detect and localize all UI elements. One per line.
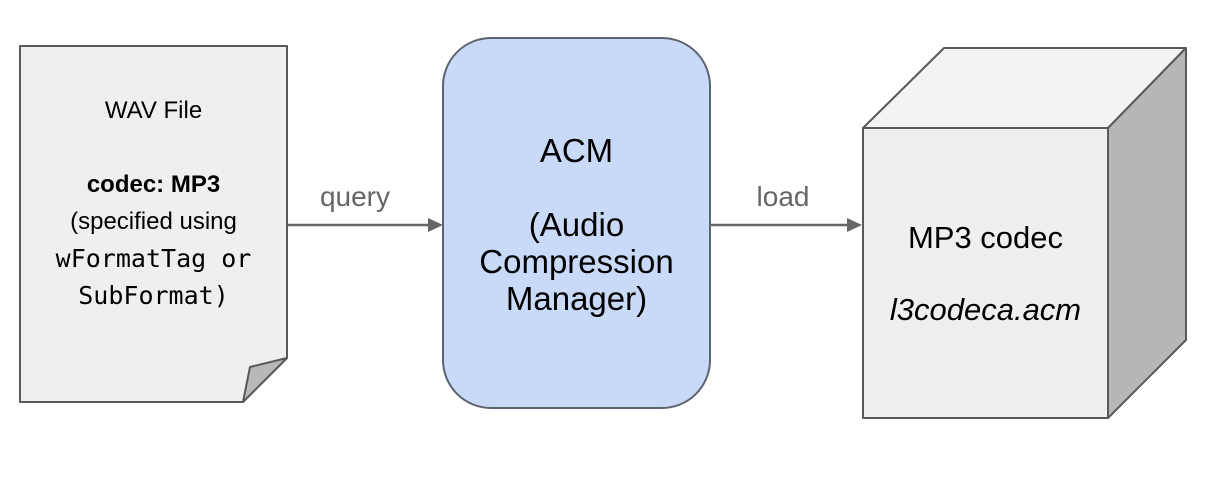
wav-file-detail-line-3: SubFormat) [78, 281, 229, 310]
acm-subtitle-line-2: Compression [479, 243, 674, 280]
acm-subtitle-line-1: (Audio [528, 206, 625, 243]
load-arrowhead-icon [847, 218, 862, 232]
acm-rounded-rect-shape [442, 37, 711, 409]
mp3-codec-filename: l3codeca.acm [889, 292, 1082, 327]
wav-file-title: WAV File [104, 97, 203, 124]
wav-file-folded-corner [242, 357, 288, 403]
acm-subtitle-line-3: Manager) [505, 280, 648, 317]
wav-file-node-text: WAV File codec: MP3 (specified using wFo… [20, 92, 287, 314]
query-arrowhead-icon [428, 218, 443, 232]
wav-file-detail-line-2: wFormatTag or [55, 244, 252, 273]
mp3-codec-spacer-line [863, 256, 1108, 292]
wav-file-codec-line: codec: MP3 [86, 171, 221, 198]
wav-file-spacer-line [20, 129, 287, 166]
mp3-codec-cube-front-face [862, 127, 1109, 419]
query-edge-label: query [319, 181, 391, 212]
load-edge-label: load [756, 181, 810, 212]
mp3-codec-node-text: MP3 codec l3codeca.acm [863, 220, 1108, 328]
acm-title: ACM [539, 132, 614, 169]
mp3-codec-title: MP3 codec [907, 220, 1064, 255]
acm-spacer-line [443, 169, 710, 206]
acm-node-text: ACM (Audio Compression Manager) [443, 132, 710, 317]
wav-file-detail-line-1: (specified using [70, 208, 237, 235]
